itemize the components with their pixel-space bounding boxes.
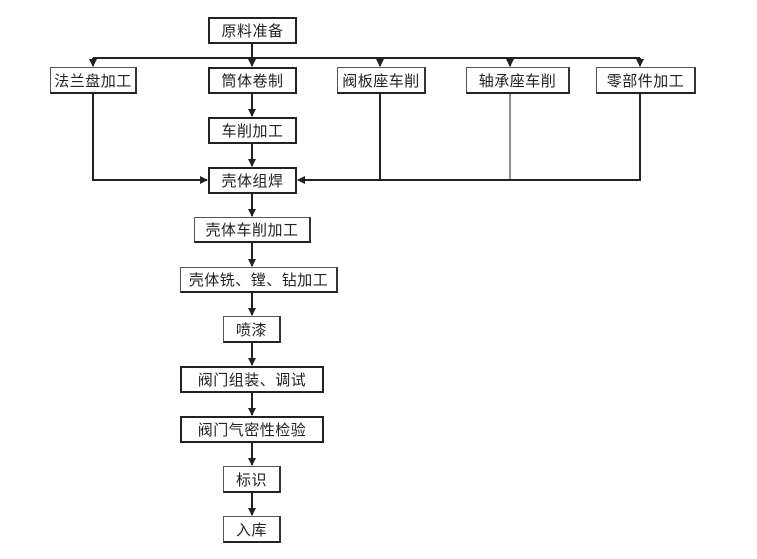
step-assembly: 阀门组装、调试 [180,366,324,393]
step-raw-material: 原料准备 [208,17,297,44]
step-shell-milling: 壳体铣、镗、钻加工 [180,267,338,293]
step-turning: 车削加工 [208,117,297,144]
step-parts: 零部件加工 [596,67,696,94]
step-valve-seat: 阀板座车削 [337,67,426,94]
step-shell-turning: 壳体车削加工 [194,217,311,243]
step-cylinder: 筒体卷制 [208,67,297,94]
arrow [92,93,208,184]
step-marking: 标识 [223,466,281,493]
step-painting: 喷漆 [223,316,281,343]
arrow [297,93,641,184]
step-airtight-test: 阀门气密性检验 [180,416,324,443]
step-storage: 入库 [223,516,281,543]
step-bearing-seat: 轴承座车削 [466,67,570,94]
step-flange: 法兰盘加工 [50,67,137,94]
step-weld: 壳体组焊 [208,167,297,194]
